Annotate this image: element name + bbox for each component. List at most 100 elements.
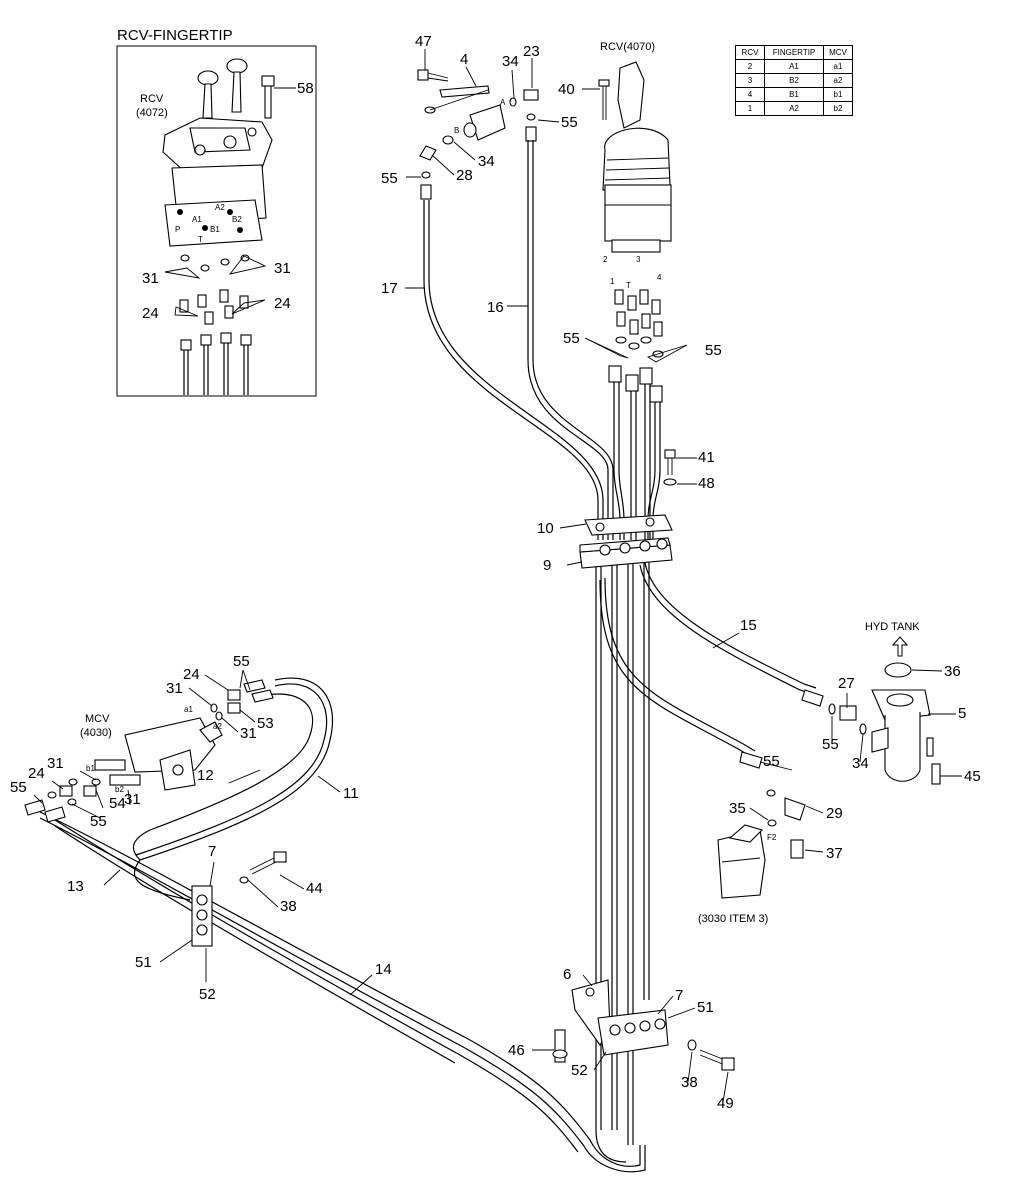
- table-header: FINGERTIP: [764, 45, 824, 60]
- inset-rcv-name: RCV: [140, 93, 164, 105]
- callout-29: 29: [826, 805, 843, 822]
- callout-7a: 7: [208, 843, 216, 860]
- table-cell: b1: [823, 87, 853, 102]
- callout-31f: 31: [124, 791, 141, 808]
- table-cell: A2: [764, 101, 824, 116]
- clamp-9: [579, 537, 673, 569]
- callout-38a: 38: [280, 898, 297, 915]
- callout-34a: 34: [502, 53, 519, 70]
- table-cell: a1: [823, 59, 853, 74]
- callout-53: 53: [257, 715, 274, 732]
- callout-27: 27: [838, 675, 855, 692]
- callout-14: 14: [375, 961, 392, 978]
- callout-28: 28: [456, 167, 473, 184]
- callout-47: 47: [415, 33, 432, 50]
- callout-15: 15: [740, 617, 757, 634]
- callouts: 58 31 31 24 24 47 4 34 23 55 34 28 55 17…: [10, 33, 981, 1112]
- callout-55g: 55: [10, 779, 27, 796]
- return-filter: F2: [717, 824, 777, 899]
- port-p: P: [175, 225, 180, 234]
- table-row: 2 A1 a1: [735, 59, 853, 74]
- fittings-filter: [739, 751, 806, 859]
- callout-55f: 55: [233, 653, 250, 670]
- callout-55b: 55: [381, 170, 398, 187]
- table-header: MCV: [823, 45, 853, 60]
- selector-valve: B A: [424, 85, 506, 145]
- callout-36: 36: [944, 663, 961, 680]
- mcv-port-a1: a1: [184, 705, 193, 714]
- table-cell: B1: [764, 87, 824, 102]
- table-cell: 3: [735, 73, 765, 88]
- callout-55e: 55: [822, 736, 839, 753]
- port-reference-table: RCV FINGERTIP MCV 2 A1 a1 3 B2 a2 4 B1 b…: [735, 45, 853, 116]
- port-t: T: [198, 235, 203, 244]
- rcv-label: RCV(4070): [600, 41, 655, 53]
- mcv-code: (4030): [80, 727, 112, 739]
- callout-34c: 34: [852, 755, 869, 772]
- bracket-lower: [552, 979, 735, 1071]
- callout-52a: 52: [199, 986, 216, 1003]
- filter-label: (3030 ITEM 3): [698, 913, 768, 925]
- table-header-row: RCV FINGERTIP MCV: [735, 45, 853, 60]
- callout-46: 46: [508, 1042, 525, 1059]
- callout-24c: 24: [183, 666, 200, 683]
- rcv-port-t: T: [626, 281, 631, 290]
- callout-10: 10: [537, 520, 554, 537]
- bolt-58: [261, 75, 275, 119]
- fittings-tank: [801, 689, 941, 785]
- rcv-port-4: 4: [657, 273, 662, 282]
- table-cell: a2: [823, 73, 853, 88]
- callout-51a: 51: [135, 954, 152, 971]
- callout-37: 37: [826, 845, 843, 862]
- rcv-port-2: 2: [603, 255, 608, 264]
- callout-55i: 55: [763, 753, 780, 770]
- callout-41: 41: [698, 449, 715, 466]
- callout-31d: 31: [240, 725, 257, 742]
- tank-port-5: [871, 689, 934, 782]
- table-cell: 4: [735, 87, 765, 102]
- leader-lines: [33, 49, 962, 1103]
- callout-31b: 31: [274, 260, 291, 277]
- fittings-mcv: [24, 679, 274, 823]
- callout-23: 23: [523, 43, 540, 60]
- joystick-rcv: 2 3 4 1 T: [602, 61, 672, 290]
- port-b1: B1: [210, 225, 220, 234]
- table-cell: 2: [735, 59, 765, 74]
- callout-31e: 31: [47, 755, 64, 772]
- callout-40: 40: [558, 81, 575, 98]
- tank-label: HYD TANK: [865, 621, 920, 633]
- port-a2: A2: [215, 203, 225, 212]
- inset-title: RCV-FINGERTIP: [117, 27, 233, 44]
- table-header: RCV: [735, 45, 765, 60]
- callout-24a: 24: [142, 305, 159, 322]
- table-cell: b2: [823, 101, 853, 116]
- callout-7b: 7: [675, 987, 683, 1004]
- port-a1: A1: [192, 215, 202, 224]
- inset-frame: [116, 45, 317, 397]
- table-cell: 1: [735, 101, 765, 116]
- callout-6: 6: [563, 966, 571, 983]
- inset-rcv-code: (4072): [136, 107, 168, 119]
- callout-58: 58: [297, 80, 314, 97]
- callout-51b: 51: [697, 999, 714, 1016]
- rcv-port-1: 1: [610, 277, 615, 286]
- callout-45: 45: [964, 768, 981, 785]
- callout-4: 4: [460, 51, 468, 68]
- callout-48: 48: [698, 475, 715, 492]
- bolt-41: [663, 449, 677, 486]
- fingertip-rcv-valve: P A1 B1 A2 T B2: [162, 58, 273, 247]
- callout-5: 5: [958, 705, 966, 722]
- callout-31c: 31: [166, 680, 183, 697]
- o-ring-36: [884, 662, 912, 678]
- port-b2: B2: [232, 215, 242, 224]
- callout-55d: 55: [705, 342, 722, 359]
- mcv-port-a2: a2: [213, 722, 222, 731]
- mcv-label: MCV: [85, 713, 110, 725]
- bolt-47: [417, 69, 449, 82]
- callout-24b: 24: [274, 295, 291, 312]
- callout-49: 49: [717, 1095, 734, 1112]
- callout-55a: 55: [561, 114, 578, 131]
- callout-13: 13: [67, 878, 84, 895]
- callout-34b: 34: [478, 153, 495, 170]
